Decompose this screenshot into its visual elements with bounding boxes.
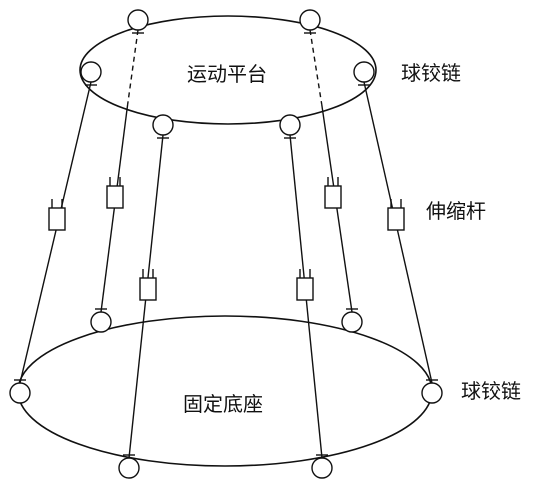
fixed-base-ellipse (17, 315, 433, 467)
ball-joint-label-bottom: 球铰链 (461, 379, 521, 403)
cylinder-sleeve (48, 207, 66, 231)
leg-front-right (279, 114, 333, 479)
leg-front-left (118, 114, 174, 479)
leg-back-right (299, 9, 363, 333)
leg-outer-left (9, 61, 102, 404)
ball-joint-top (152, 114, 174, 136)
leg-group (9, 9, 443, 479)
cylinder-sleeve (387, 207, 405, 231)
rod-hidden-segment (309, 29, 323, 105)
fixed-base-label: 固定底座 (183, 392, 263, 416)
leg-outer-right (353, 61, 443, 404)
moving-platform-label: 运动平台 (187, 62, 267, 86)
moving-platform-front-edge (79, 69, 377, 125)
ball-joint-top (353, 61, 375, 83)
cylinder-sleeve (106, 185, 124, 209)
rod-segment (363, 81, 433, 384)
ball-joint-bottom (421, 382, 443, 404)
telescopic-rod-label: 伸缩杆 (426, 199, 486, 223)
rod-segment (19, 81, 92, 384)
cylinder-sleeve (296, 277, 314, 301)
ball-joint-top (279, 114, 301, 136)
rod-hidden-segment (126, 29, 139, 105)
ball-joint-top (127, 9, 149, 31)
ball-joint-label-top: 球铰链 (401, 61, 461, 85)
ball-joint-bottom (90, 311, 112, 333)
ball-joint-bottom (341, 311, 363, 333)
cylinder-sleeve (324, 185, 342, 209)
ball-joint-bottom (311, 457, 333, 479)
ball-joint-bottom (9, 382, 31, 404)
ball-joint-bottom (118, 457, 140, 479)
moving-platform-back-edge (79, 15, 377, 71)
ball-joint-top (299, 9, 321, 31)
cylinder-sleeve (139, 277, 157, 301)
leg-back-left (90, 9, 149, 333)
ball-joint-top (80, 61, 102, 83)
